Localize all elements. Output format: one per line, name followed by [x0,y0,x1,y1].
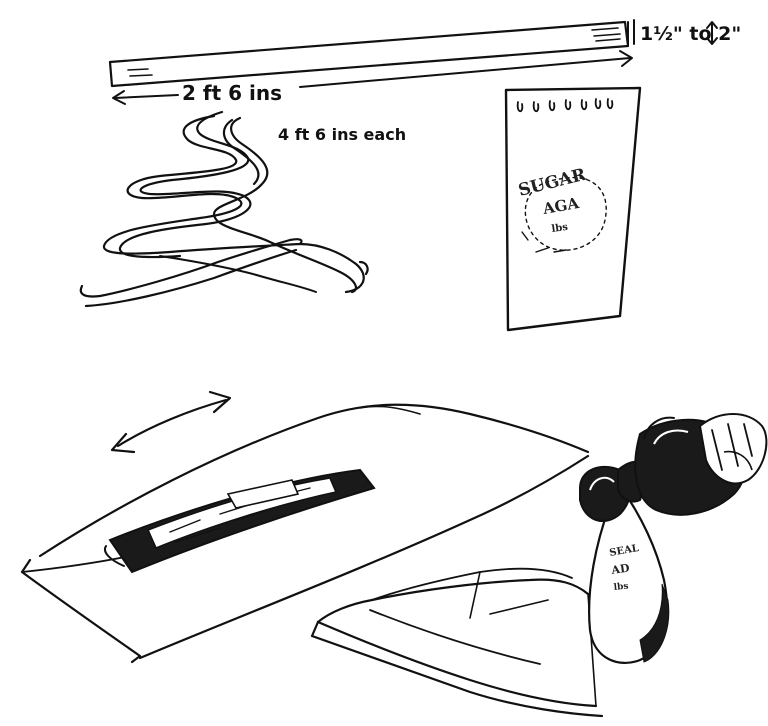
sack-label-line3: lbs [551,222,569,235]
sack-label-line1: SUGAR [516,165,589,201]
bag-label-line2: AD [610,562,631,578]
pole-length-label: 2 ft 6 ins [182,81,282,105]
rope-length-label: 4 ft 6 ins each [278,125,406,144]
bag-label-line3: lbs [613,581,629,592]
swing-arrow-icon [112,392,230,452]
rolled-bundle [105,470,374,572]
cloth-sheet [22,405,588,662]
open-sack [312,569,602,716]
sack-label-line2: AGA [541,194,581,218]
pole [110,20,634,86]
pole-section-label: 1½" to 2" [640,23,741,45]
tied-bag [580,414,766,663]
